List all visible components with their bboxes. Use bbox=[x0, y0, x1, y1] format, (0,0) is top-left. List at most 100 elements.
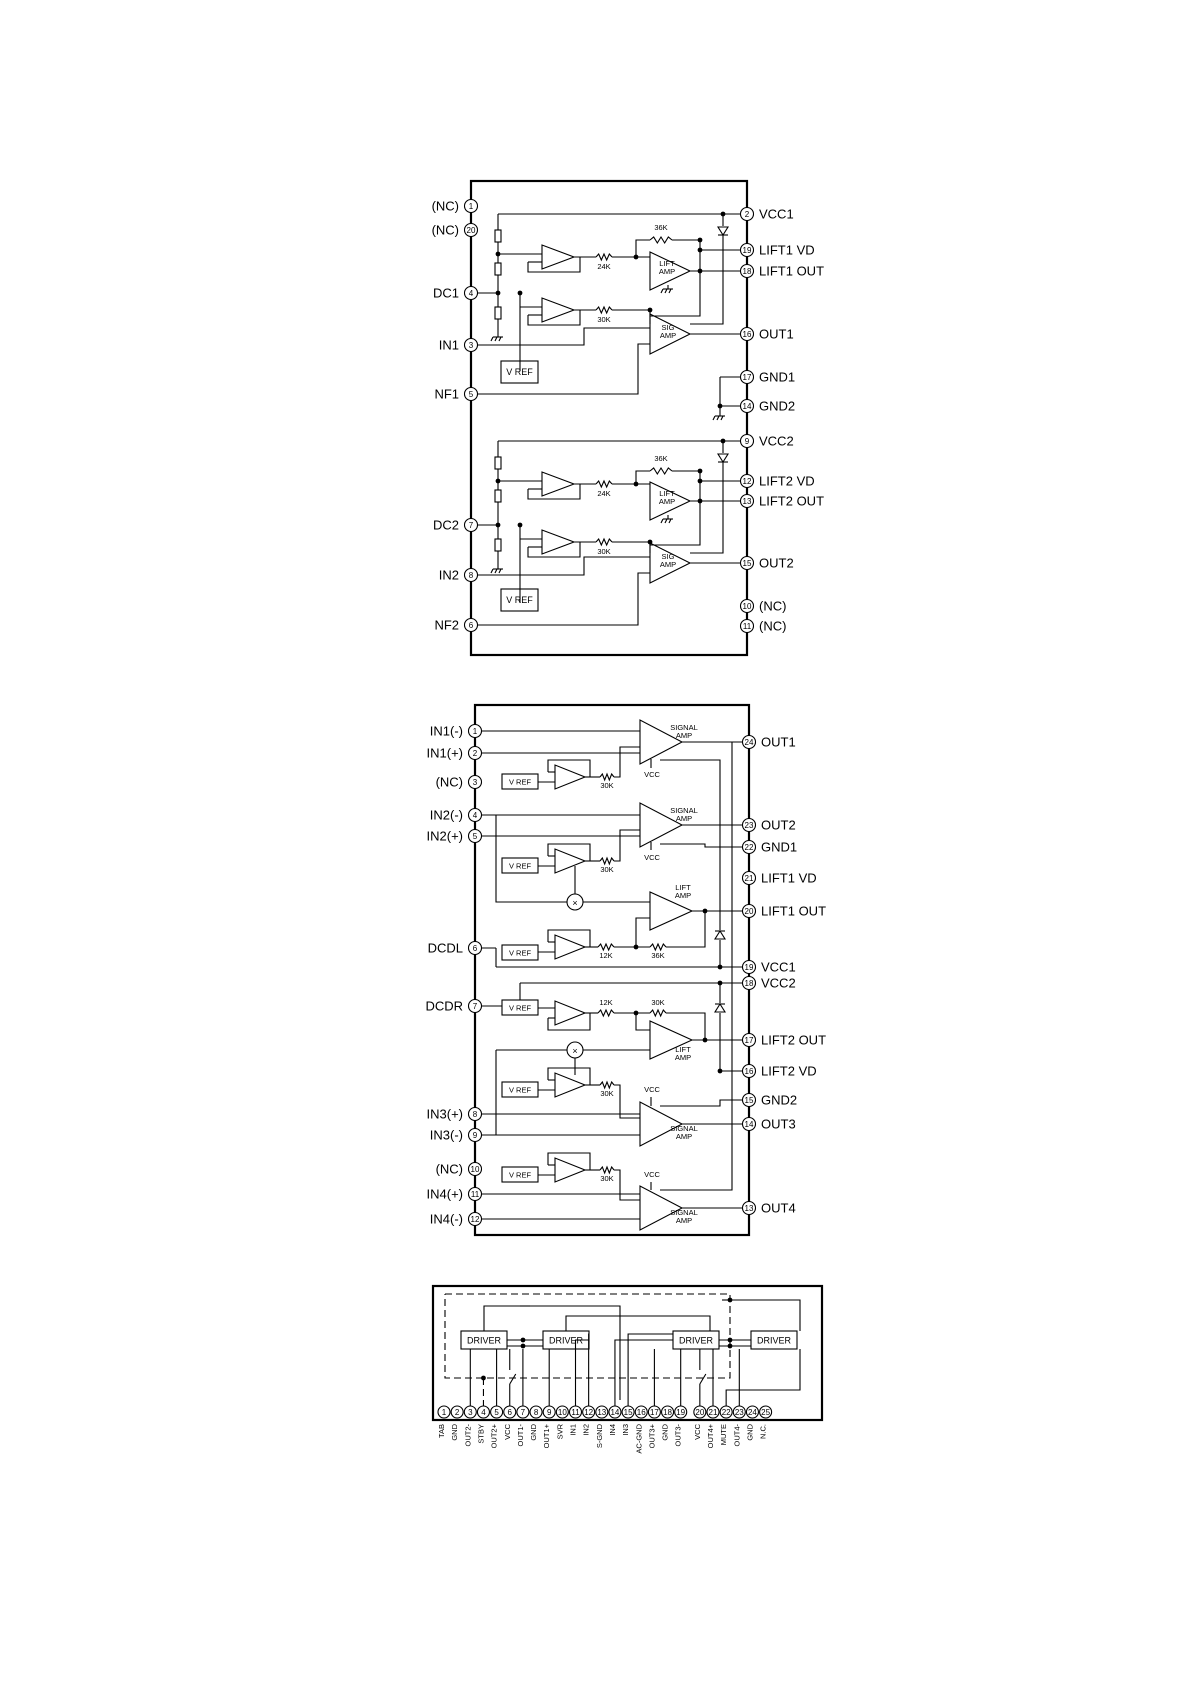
pin-21-number: 21 bbox=[745, 874, 754, 883]
pin-14-circle bbox=[739, 398, 755, 414]
pin-6-label: VCC bbox=[503, 1423, 512, 1439]
wire bbox=[565, 1315, 711, 1331]
amp-label: AMP bbox=[659, 497, 675, 506]
resistor-box bbox=[494, 489, 502, 503]
pin-4-number: 4 bbox=[473, 811, 478, 820]
pin-6-number: 6 bbox=[469, 621, 474, 630]
pin-5-number: 5 bbox=[473, 832, 478, 841]
ground-hatch bbox=[498, 336, 502, 342]
pin-5-number: 5 bbox=[469, 390, 474, 399]
diode-icon bbox=[717, 453, 729, 464]
pin-4-circle bbox=[467, 807, 483, 823]
pin-14-number: 14 bbox=[745, 1120, 754, 1129]
pin-11-number: 11 bbox=[743, 622, 752, 631]
pin-16-label: LIFT2 VD bbox=[761, 1064, 817, 1079]
vcc-label: VCC bbox=[644, 1170, 660, 1179]
junction-dot bbox=[633, 254, 639, 260]
amp-label: AMP bbox=[675, 1053, 691, 1062]
pin-25-number: 25 bbox=[761, 1408, 770, 1417]
pin-13-number: 13 bbox=[597, 1408, 606, 1417]
pin-18-number: 18 bbox=[745, 979, 754, 988]
resistor-30k bbox=[599, 856, 615, 866]
pin-3-number: 3 bbox=[468, 1408, 473, 1417]
wire bbox=[635, 470, 650, 484]
multiplier-icon: × bbox=[572, 898, 577, 908]
diode-icon bbox=[714, 1002, 726, 1013]
pin-1-number: 1 bbox=[469, 202, 474, 211]
vcc-label: VCC bbox=[644, 853, 660, 862]
resistor-36k bbox=[649, 235, 673, 245]
pin-18-circle bbox=[739, 263, 755, 279]
pin-9-number: 9 bbox=[473, 1131, 478, 1140]
pin-5-label: NF1 bbox=[434, 387, 459, 402]
pin-18-number: 18 bbox=[743, 267, 752, 276]
resistor-36k bbox=[649, 942, 667, 952]
ground-hatch bbox=[660, 288, 664, 294]
ground-hatch bbox=[712, 415, 716, 421]
pin-9-label: OUT1+ bbox=[542, 1423, 551, 1448]
pin-8-number: 8 bbox=[473, 1110, 478, 1119]
label-36k: 36K bbox=[651, 951, 664, 960]
pin-3-number: 3 bbox=[473, 778, 478, 787]
pin-21-circle bbox=[741, 870, 757, 886]
label-30k: 30K bbox=[597, 547, 610, 556]
resistor-12k bbox=[597, 942, 615, 952]
pin-4-circle bbox=[463, 285, 479, 301]
ic-package-outline bbox=[431, 1284, 824, 1422]
amp-label: AMP bbox=[676, 814, 692, 823]
pin-2-circle bbox=[450, 1405, 464, 1419]
pin-16-number: 16 bbox=[745, 1067, 754, 1076]
wire bbox=[614, 829, 640, 862]
pin-23-label: OUT2 bbox=[761, 818, 796, 833]
sig-amp bbox=[649, 313, 692, 355]
label-30k: 30K bbox=[651, 998, 664, 1007]
pin-5-number: 5 bbox=[494, 1408, 499, 1417]
pin-9-label: IN3(-) bbox=[430, 1128, 463, 1143]
buffer-amp-lower bbox=[541, 529, 576, 555]
buffer-amp bbox=[554, 1000, 587, 1026]
pin-4-label: STBY bbox=[476, 1424, 485, 1444]
amp-label: AMP bbox=[675, 891, 691, 900]
pin-20-label: (NC) bbox=[432, 223, 459, 238]
vcc-label: VCC bbox=[644, 770, 660, 779]
pin-1-circle bbox=[463, 198, 479, 214]
sig-amp bbox=[649, 542, 692, 584]
ground-hatch bbox=[490, 568, 494, 574]
pin-6-number: 6 bbox=[508, 1408, 513, 1417]
resistor-30k bbox=[649, 1008, 667, 1018]
pin-15-number: 15 bbox=[624, 1408, 633, 1417]
wire bbox=[635, 1013, 650, 1031]
pin-9-circle bbox=[467, 1127, 483, 1143]
pin-10-circle bbox=[739, 598, 755, 614]
lift-amp bbox=[649, 481, 692, 521]
pin-17-label: GND1 bbox=[759, 370, 795, 385]
wire bbox=[699, 1373, 707, 1385]
pin-13-number: 13 bbox=[745, 1204, 754, 1213]
pin-16-circle bbox=[634, 1405, 648, 1419]
wire bbox=[660, 759, 721, 911]
standby-control-line bbox=[444, 1293, 731, 1379]
junction-dot bbox=[697, 478, 703, 484]
ground-hatch bbox=[494, 336, 498, 342]
pin-10-number: 10 bbox=[558, 1408, 567, 1417]
pin-12-label: IN2 bbox=[582, 1424, 591, 1436]
pin-14-label: GND2 bbox=[759, 399, 795, 414]
pin-9-number: 9 bbox=[745, 437, 750, 446]
pin-20-label: VCC bbox=[693, 1423, 702, 1439]
label-24k: 24K bbox=[597, 489, 610, 498]
pin-3-circle bbox=[467, 774, 483, 790]
amp-label: AMP bbox=[676, 731, 692, 740]
pin-19-label: OUT3- bbox=[674, 1423, 683, 1446]
wire bbox=[495, 815, 567, 903]
lift-amp bbox=[649, 891, 694, 931]
wire bbox=[483, 1305, 530, 1331]
pin-2-number: 2 bbox=[455, 1408, 460, 1417]
pin-4-number: 4 bbox=[481, 1408, 486, 1417]
vref-label: V REF bbox=[509, 862, 532, 871]
pin-19-number: 19 bbox=[743, 246, 752, 255]
amp-label: AMP bbox=[676, 1132, 692, 1141]
ground-hatch bbox=[494, 568, 498, 574]
pin-7-label: OUT1- bbox=[516, 1423, 525, 1446]
pin-12-circle bbox=[467, 1211, 483, 1227]
